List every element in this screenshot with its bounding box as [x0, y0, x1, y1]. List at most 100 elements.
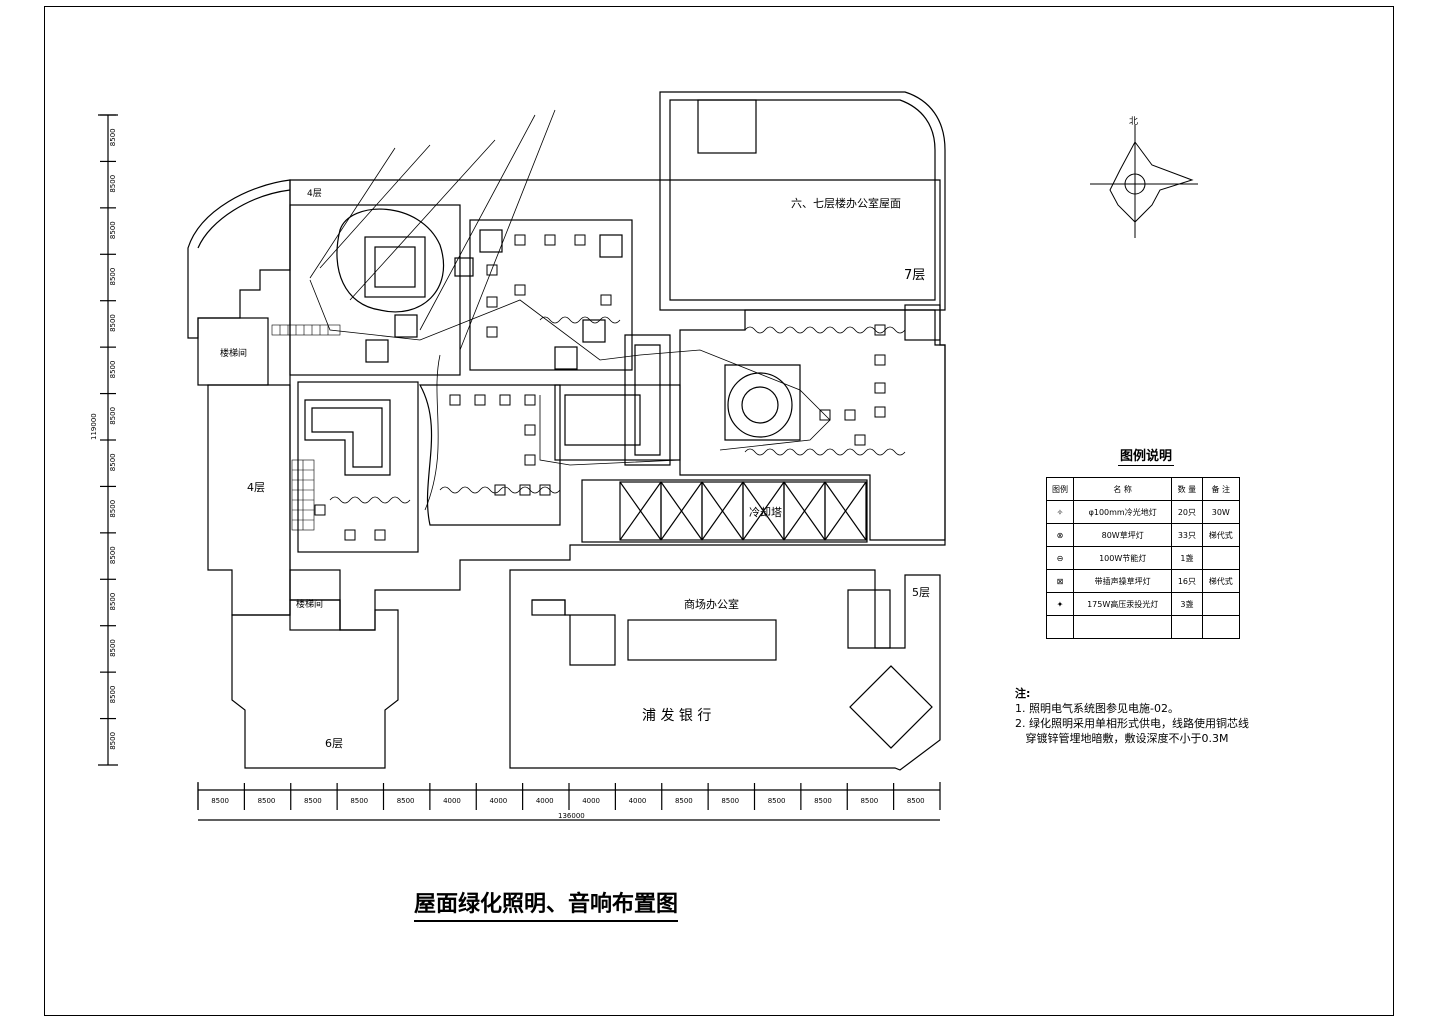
dim-label: 8500 [397, 797, 415, 805]
legend-icon: ⊗ [1045, 523, 1075, 547]
ground-lamp [486, 264, 498, 276]
legend-qty: 20只 [1171, 500, 1203, 524]
svg-text:楼梯间: 楼梯间 [296, 598, 323, 610]
ground-lamp [519, 484, 531, 496]
ground-lamp [374, 529, 386, 541]
ground-lamp [874, 406, 886, 418]
dim-label: 8500 [675, 797, 693, 805]
dim-label: 8500 [109, 732, 117, 750]
ground-lamp [539, 484, 551, 496]
dim-label: 4000 [582, 797, 600, 805]
legend-name [1073, 615, 1173, 639]
svg-text:六、七层楼办公室屋面: 六、七层楼办公室屋面 [791, 196, 901, 210]
svg-text:北: 北 [1129, 116, 1138, 127]
ground-lamp [544, 234, 556, 246]
svg-text:6层: 6层 [325, 737, 343, 750]
legend-header: 数 量 [1171, 477, 1203, 501]
ground-lamp [474, 394, 486, 406]
ground-lamp [514, 284, 526, 296]
planting-wave [329, 496, 411, 504]
legend-icon: ⊠ [1045, 569, 1075, 593]
svg-text:商场办公室: 商场办公室 [684, 597, 739, 611]
planting-wave [539, 316, 621, 324]
ground-lamp [486, 296, 498, 308]
ground-lamp [499, 394, 511, 406]
ground-lamp [854, 434, 866, 446]
legend-name: 80W草坪灯 [1073, 523, 1173, 547]
dim-label: 8500 [109, 361, 117, 379]
legend-icon: ✧ [1045, 500, 1075, 524]
dim-label: 8500 [109, 686, 117, 704]
legend-note: 梯代式 [1201, 523, 1241, 547]
planting-wave [744, 326, 906, 334]
ground-lamp [524, 454, 536, 466]
ground-lamp [494, 484, 506, 496]
ground-lamp [600, 294, 612, 306]
dim-label: 8500 [109, 268, 117, 286]
legend-icon: ⊖ [1045, 546, 1075, 570]
ground-lamp [524, 424, 536, 436]
dim-label: 4000 [443, 797, 461, 805]
legend-icon: ✦ [1045, 592, 1075, 616]
svg-text:119000: 119000 [90, 413, 98, 440]
dim-label: 8500 [258, 797, 276, 805]
dim-label: 8500 [109, 453, 117, 471]
dim-label: 8500 [109, 314, 117, 332]
ground-lamp [819, 409, 831, 421]
planting-wave [439, 486, 561, 494]
ground-lamp [514, 234, 526, 246]
svg-text:4层: 4层 [247, 481, 265, 494]
legend-row [1045, 615, 1241, 639]
svg-text:7层: 7层 [904, 268, 925, 283]
dim-label: 8500 [860, 797, 878, 805]
dim-label: 8500 [814, 797, 832, 805]
ground-lamp [486, 326, 498, 338]
legend-header: 图例 [1045, 477, 1075, 501]
legend-qty: 33只 [1171, 523, 1203, 547]
legend-name: φ100mm冷光地灯 [1073, 500, 1173, 524]
dim-label: 8500 [350, 797, 368, 805]
dim-label: 8500 [109, 407, 117, 425]
legend-qty [1171, 615, 1203, 639]
dim-label: 8500 [109, 593, 117, 611]
dim-label: 8500 [109, 639, 117, 657]
notes-heading: 注: [1015, 687, 1031, 700]
legend-qty: 3盏 [1171, 592, 1203, 616]
legend-note [1201, 615, 1241, 639]
dim-label: 8500 [109, 546, 117, 564]
ground-lamp [874, 324, 886, 336]
legend-qty: 16只 [1171, 569, 1203, 593]
note-item: 1. 照明电气系统图参见电施-02。 [1015, 702, 1179, 715]
legend-name: 带插声操草坪灯 [1073, 569, 1173, 593]
legend-title: 图例说明 [1118, 445, 1175, 466]
ground-lamp [574, 234, 586, 246]
dim-label: 8500 [109, 128, 117, 146]
notes: 注: 1. 照明电气系统图参见电施-02。 2. 绿化照明采用单相形式供电，线路… [1015, 686, 1249, 746]
legend-note: 30W [1201, 500, 1241, 524]
svg-text:冷却塔: 冷却塔 [749, 506, 782, 519]
dim-label: 4000 [536, 797, 554, 805]
legend-note [1201, 546, 1241, 570]
ground-lamp [874, 354, 886, 366]
svg-text:136000: 136000 [558, 812, 585, 820]
svg-text:楼梯间: 楼梯间 [220, 347, 247, 359]
dim-label: 8500 [109, 221, 117, 239]
dim-label: 8500 [109, 175, 117, 193]
dim-label: 4000 [489, 797, 507, 805]
note-item: 2. 绿化照明采用单相形式供电，线路使用铜芯线 [1015, 717, 1249, 730]
legend-name: 100W节能灯 [1073, 546, 1173, 570]
ground-lamp [844, 409, 856, 421]
dim-label: 8500 [721, 797, 739, 805]
legend-note [1201, 592, 1241, 616]
drawing-border [44, 6, 1394, 1016]
svg-text:5层: 5层 [912, 586, 930, 599]
ground-lamp [314, 504, 326, 516]
dim-label: 8500 [211, 797, 229, 805]
drawing-title: 屋面绿化照明、音响布置图 [414, 886, 679, 922]
dim-label: 8500 [907, 797, 925, 805]
